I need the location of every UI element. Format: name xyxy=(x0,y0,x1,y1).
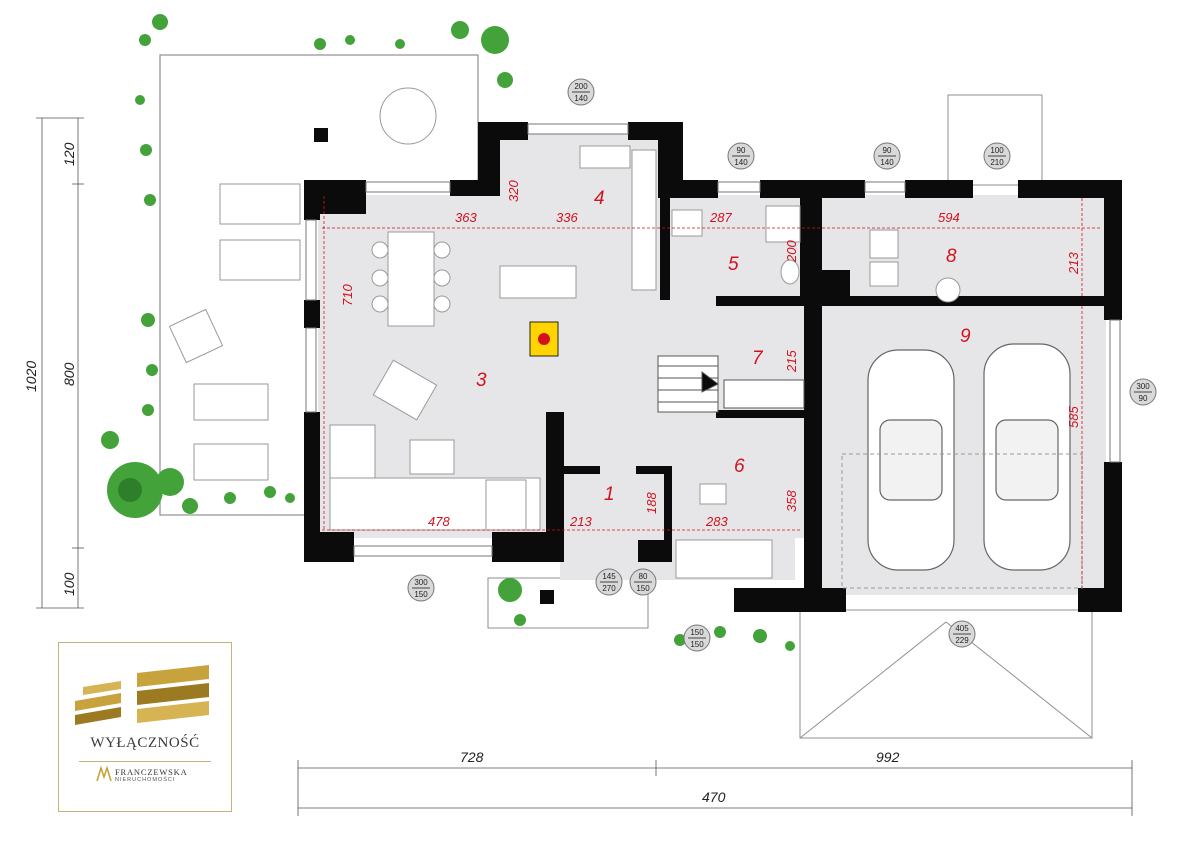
dim-585: 585 xyxy=(1066,406,1081,428)
walls xyxy=(304,122,1122,612)
logo-divider xyxy=(79,761,211,762)
internal-dimensions: 363 336 320 287 200 594 213 710 215 585 … xyxy=(340,180,1081,529)
opening-badges: 2001409014090140100210300903001501452708… xyxy=(407,78,1157,652)
windows xyxy=(305,123,1121,557)
dim-188: 188 xyxy=(644,492,659,514)
opening-width: 100 xyxy=(990,146,1004,155)
dim-200: 200 xyxy=(784,240,799,263)
opening-height: 140 xyxy=(734,158,748,167)
opening-height: 90 xyxy=(1139,394,1148,403)
room-labels: 1 3 4 5 6 7 8 9 xyxy=(476,188,971,505)
opening-height: 210 xyxy=(990,158,1004,167)
staircase xyxy=(657,355,805,413)
opening-width: 90 xyxy=(883,146,892,155)
garage-cars xyxy=(867,343,1071,571)
external-dimensions: 1020 120 800 100 728 992 470 xyxy=(23,142,900,805)
opening-width: 405 xyxy=(955,624,969,633)
logo-subtitle-small: NIERUCHOMOŚCI xyxy=(115,777,176,783)
room-label-4: 4 xyxy=(594,188,605,209)
dim-283: 283 xyxy=(705,514,728,529)
room-label-9: 9 xyxy=(960,326,971,347)
room-label-8: 8 xyxy=(946,246,957,267)
furniture xyxy=(168,87,961,604)
opening-height: 229 xyxy=(955,636,969,645)
opening-width: 150 xyxy=(690,628,704,637)
room-label-7: 7 xyxy=(752,348,764,369)
opening-width: 145 xyxy=(602,572,616,581)
dim-215: 215 xyxy=(784,350,799,373)
opening-height: 140 xyxy=(574,94,588,103)
dim-100: 100 xyxy=(61,572,77,596)
driveway xyxy=(799,609,1093,739)
dim-213-top: 213 xyxy=(1066,252,1081,275)
logo-subtitle: FRANCZEWSKA xyxy=(115,767,188,777)
opening-height: 150 xyxy=(414,590,428,599)
dim-470: 470 xyxy=(702,789,726,805)
opening-width: 90 xyxy=(737,146,746,155)
opening-width: 300 xyxy=(414,578,428,587)
dim-594: 594 xyxy=(938,210,960,225)
room-label-6: 6 xyxy=(734,456,745,477)
dim-287: 287 xyxy=(709,210,732,225)
opening-height: 150 xyxy=(690,640,704,649)
room-label-5: 5 xyxy=(728,254,739,275)
side-step xyxy=(947,94,1043,186)
opening-width: 200 xyxy=(574,82,588,91)
logo-mark-icon xyxy=(96,765,112,782)
logo-emblem xyxy=(75,665,209,725)
dim-120: 120 xyxy=(61,142,77,166)
dim-728: 728 xyxy=(460,749,484,765)
dim-363: 363 xyxy=(455,210,477,225)
opening-height: 140 xyxy=(880,158,894,167)
dim-478: 478 xyxy=(428,514,450,529)
room-label-1: 1 xyxy=(604,484,615,505)
dim-992: 992 xyxy=(876,749,900,765)
dim-320: 320 xyxy=(506,180,521,202)
room-label-3: 3 xyxy=(476,370,487,391)
dim-336: 336 xyxy=(556,210,578,225)
opening-width: 300 xyxy=(1136,382,1150,391)
agency-logo: WYŁĄCZNOŚĆ FRANCZEWSKA NIERUCHOMOŚCI xyxy=(58,642,232,812)
dim-213-bottom: 213 xyxy=(569,514,592,529)
dimension-lines xyxy=(322,196,1102,588)
opening-height: 150 xyxy=(636,584,650,593)
dim-800: 800 xyxy=(61,362,77,386)
external-dimension-lines xyxy=(36,117,1133,816)
dim-1020: 1020 xyxy=(23,361,39,392)
opening-height: 270 xyxy=(602,584,616,593)
dim-710: 710 xyxy=(340,284,355,306)
opening-width: 80 xyxy=(639,572,648,581)
plants xyxy=(101,14,795,651)
dim-358: 358 xyxy=(784,490,799,512)
logo-title: WYŁĄCZNOŚĆ xyxy=(90,735,200,751)
